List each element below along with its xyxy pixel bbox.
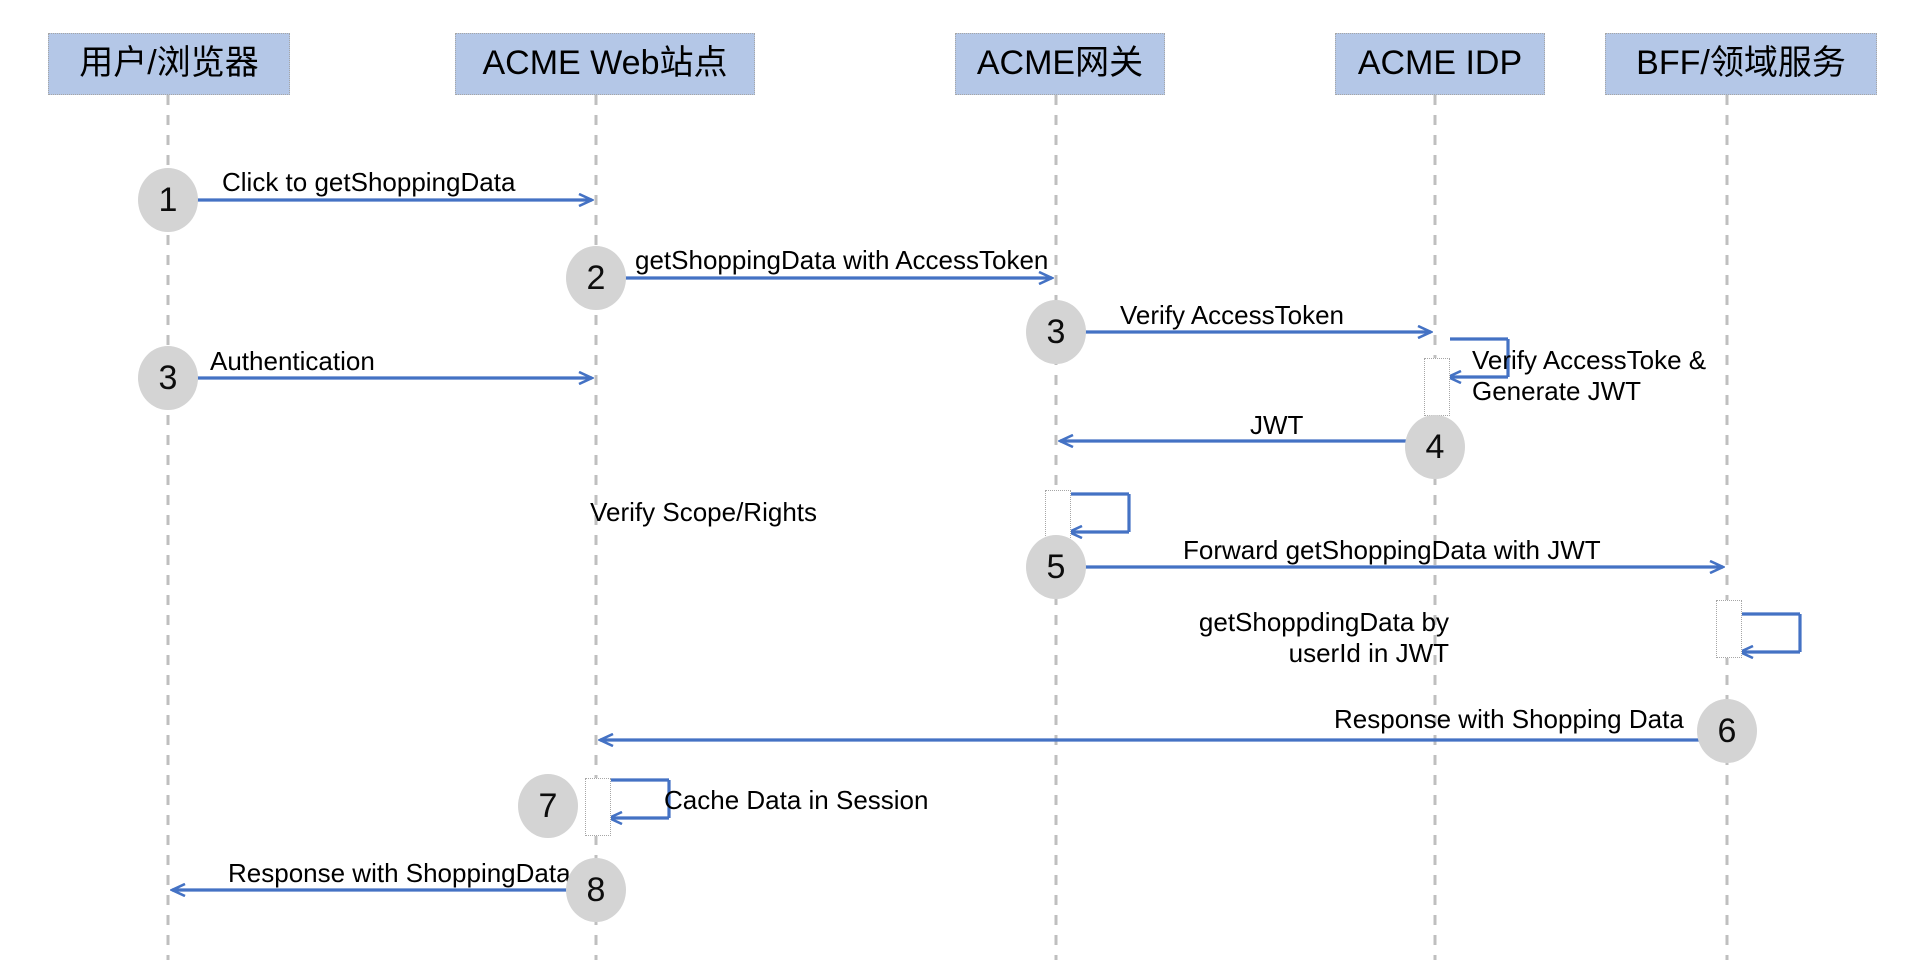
activation-box-idp <box>1424 358 1450 416</box>
activation-box-bff <box>1716 600 1742 658</box>
step-badge-5-6[interactable]: 5 <box>1026 535 1086 599</box>
step-badge-3-4[interactable]: 3 <box>138 346 198 410</box>
message-label-10: Response with Shopping Data <box>1334 704 1684 734</box>
message-label-3: Verify AccessToken <box>1120 300 1344 330</box>
actor-header-user[interactable]: 用户/浏览器 <box>48 33 290 95</box>
step-badge-1-1[interactable]: 1 <box>138 168 198 232</box>
message-label-8: Forward getShoppingData with JWT <box>1183 535 1601 565</box>
message-arrows-group <box>168 200 1802 890</box>
lifelines-group <box>166 95 1729 960</box>
message-label-7: Verify Scope/Rights <box>590 497 817 527</box>
step-badge-4-5[interactable]: 4 <box>1405 415 1465 479</box>
actor-header-website[interactable]: ACME Web站点 <box>455 33 755 95</box>
message-label-5: Verify AccessToke & Generate JWT <box>1472 345 1707 406</box>
step-badge-6-7[interactable]: 6 <box>1697 699 1757 763</box>
step-badge-8-9[interactable]: 8 <box>566 858 626 922</box>
step-badge-3-3[interactable]: 3 <box>1026 300 1086 364</box>
step-badge-7-8[interactable]: 7 <box>518 774 578 838</box>
message-label-12: Response with ShoppingData <box>228 858 571 888</box>
message-label-1: Click to getShoppingData <box>222 167 516 197</box>
message-label-11: Cache Data in Session <box>664 785 929 815</box>
actor-header-gateway[interactable]: ACME网关 <box>955 33 1165 95</box>
message-label-9: getShoppdingData by userId in JWT <box>1198 607 1449 668</box>
actor-header-bff[interactable]: BFF/领域服务 <box>1605 33 1877 95</box>
activation-box-website <box>585 778 611 836</box>
message-label-2: getShoppingData with AccessToken <box>635 245 1049 275</box>
actor-header-idp[interactable]: ACME IDP <box>1335 33 1545 95</box>
step-badge-2-2[interactable]: 2 <box>566 246 626 310</box>
message-label-4: Authentication <box>210 346 375 376</box>
message-label-6: JWT <box>1250 410 1304 440</box>
